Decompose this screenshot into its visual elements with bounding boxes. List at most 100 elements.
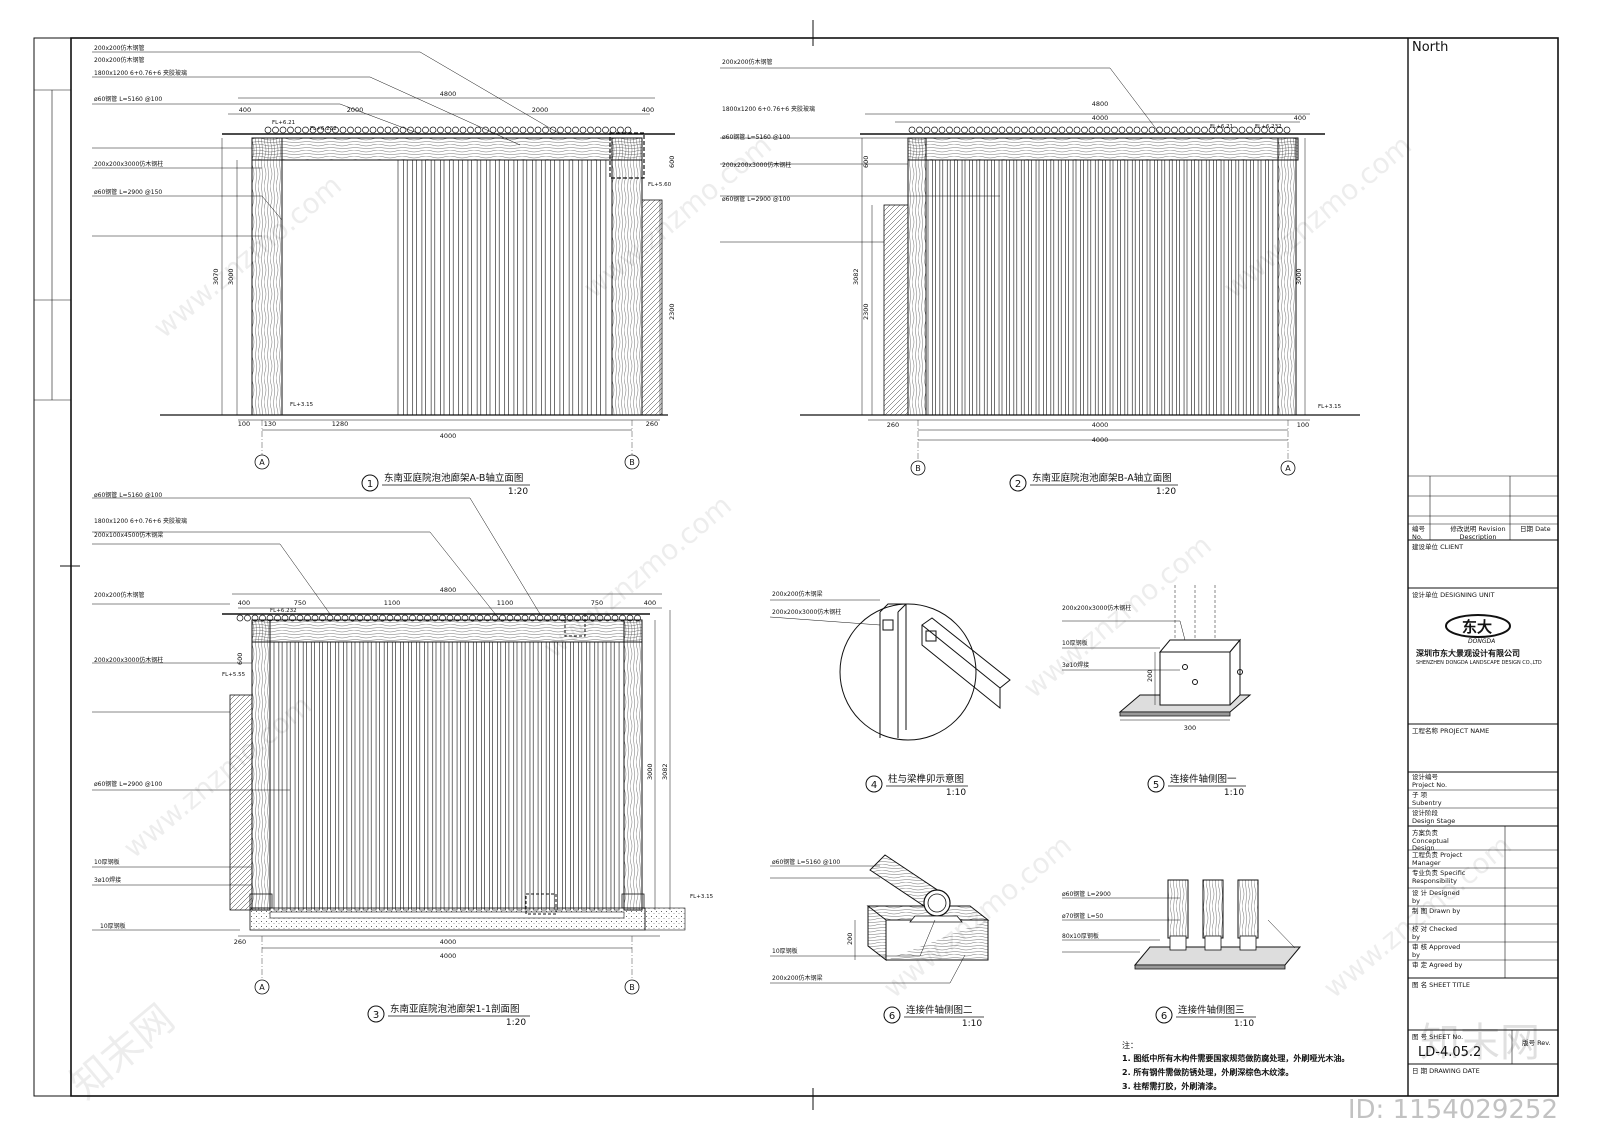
callout-label: ø60钢管 L=5160 @100 xyxy=(94,95,162,103)
vertical-rod xyxy=(524,641,531,911)
vertical-rod xyxy=(387,641,393,911)
callout-label: ø60钢管 L=2900 xyxy=(1062,890,1111,898)
column-sleeve xyxy=(1169,935,1187,951)
callout-label: 1800x1200 6+0.76+6 夹胶玻璃 xyxy=(94,69,187,77)
steel-tube xyxy=(1193,126,1201,134)
dim: 4000 xyxy=(1092,436,1109,444)
dim: 2300 xyxy=(862,303,870,320)
steel-tube xyxy=(983,126,991,134)
vertical-rod xyxy=(419,641,425,911)
callout-label: 10厚钢板 xyxy=(1062,639,1088,647)
sheet-no-value: LD-4.05.2 xyxy=(1418,1045,1482,1060)
steel-tube xyxy=(527,126,534,134)
vertical-rod xyxy=(338,641,344,911)
vertical-rod xyxy=(942,159,948,416)
steel-tube xyxy=(617,126,624,134)
column-sleeve xyxy=(1204,935,1222,951)
callout-label: 200x200仿木钢管 xyxy=(94,56,144,64)
vertical-rod xyxy=(411,641,417,911)
steel-tube xyxy=(953,126,961,134)
dim: 4000 xyxy=(1092,421,1109,429)
client-label: 建设单位 CLIENT xyxy=(1412,543,1464,551)
level: FL+3.15 xyxy=(1318,404,1342,410)
dim: 600 xyxy=(236,653,244,665)
axis-label: B xyxy=(629,458,635,467)
steel-tube xyxy=(497,126,504,134)
designing-unit-label: 设计单位 DESIGNING UNIT xyxy=(1412,591,1495,599)
steel-tube xyxy=(236,614,244,622)
drawing-title: 连接件轴侧图三 xyxy=(1178,1004,1245,1016)
steel-tube xyxy=(422,126,429,134)
vertical-rod xyxy=(1090,159,1096,416)
steel-tube xyxy=(1283,126,1291,134)
vertical-rod xyxy=(949,159,955,416)
steel-tube xyxy=(1253,126,1261,134)
vertical-rod xyxy=(370,641,377,911)
vertical-rod xyxy=(1216,159,1222,416)
vertical-rod xyxy=(1164,159,1170,416)
vertical-rod xyxy=(508,159,515,416)
callout-label: 200x200仿木钢管 xyxy=(94,591,144,599)
vertical-rod xyxy=(498,159,506,416)
steel-tube xyxy=(332,126,339,134)
steel-tube xyxy=(1178,126,1186,134)
drawing-scale: 1:20 xyxy=(506,1018,526,1028)
vertical-rod xyxy=(1231,159,1237,416)
column-sleeve xyxy=(1239,935,1257,951)
dim: 4800 xyxy=(440,90,457,98)
level: FL+6.232 xyxy=(270,608,297,614)
steel-tube xyxy=(1088,126,1096,134)
project-no-label: 设计编号 Project No. xyxy=(1412,773,1448,789)
vertical-rod xyxy=(964,159,970,416)
callout-label: ø70钢管 L=50 xyxy=(1062,912,1103,920)
rev-no: 编号 No. xyxy=(1412,525,1425,541)
callout-label: 200x200仿木钢梁 xyxy=(772,590,822,598)
company-name-cn: 深圳市东大景观设计有限公司 xyxy=(1416,649,1520,658)
callout-label: ø60钢管 L=5160 @100 xyxy=(772,858,840,866)
steel-tube xyxy=(1036,126,1043,134)
steel-tube xyxy=(998,126,1006,134)
vertical-rod xyxy=(403,641,409,911)
vertical-rod xyxy=(540,641,547,911)
callout-label: 1800x1200 6+0.76+6 夹胶玻璃 xyxy=(94,517,187,525)
dim: 400 xyxy=(644,599,656,607)
dim: 2000 xyxy=(347,106,364,114)
vertical-rod xyxy=(1097,159,1103,416)
vertical-rod xyxy=(535,159,542,416)
steel-tube xyxy=(1238,126,1246,134)
steel-tube xyxy=(1268,126,1276,134)
drawn-label: 制 图 Drawn by xyxy=(1412,907,1461,915)
vertical-rod xyxy=(397,159,404,416)
vertical-rod xyxy=(406,159,414,416)
steel-tube xyxy=(1163,126,1171,134)
dim: 260 xyxy=(646,420,658,428)
dim: 200 xyxy=(1146,670,1154,682)
callout-label: ø60钢管 L=2900 @100 xyxy=(722,195,790,203)
company-logo: 东大 DONGDA xyxy=(1445,614,1511,645)
steel-tube xyxy=(587,126,594,134)
steel-tube xyxy=(579,126,587,134)
dim: 400 xyxy=(239,106,251,114)
rev-label: 版号 Rev. xyxy=(1522,1039,1551,1047)
drawing-number: 6 xyxy=(1161,1011,1167,1022)
axis-label: A xyxy=(1285,464,1291,473)
dim: 200 xyxy=(846,933,854,945)
steel-tube xyxy=(1103,126,1111,134)
callout-label: 200x200x3000仿木钢柱 xyxy=(722,161,791,169)
steel-tube xyxy=(1043,126,1051,134)
note-3: 3. 柱帮需打胶，外刷清漆。 xyxy=(1122,1082,1222,1091)
dim: 3082 xyxy=(852,268,860,285)
level: FL+6.21 xyxy=(272,120,295,126)
steel-tube xyxy=(564,126,572,134)
steel-tube xyxy=(1021,126,1028,134)
drawing-4-mortise-detail xyxy=(769,599,1011,741)
vertical-rod xyxy=(1068,159,1074,416)
sheet-title-label: 图 名 SHEET TITLE xyxy=(1412,981,1470,989)
steel-tube xyxy=(542,126,549,134)
vertical-rod xyxy=(1186,159,1192,416)
vertical-rod xyxy=(1253,159,1259,416)
steel-tube xyxy=(1013,126,1021,134)
steel-tube xyxy=(961,126,968,134)
steel-tube xyxy=(923,126,931,134)
